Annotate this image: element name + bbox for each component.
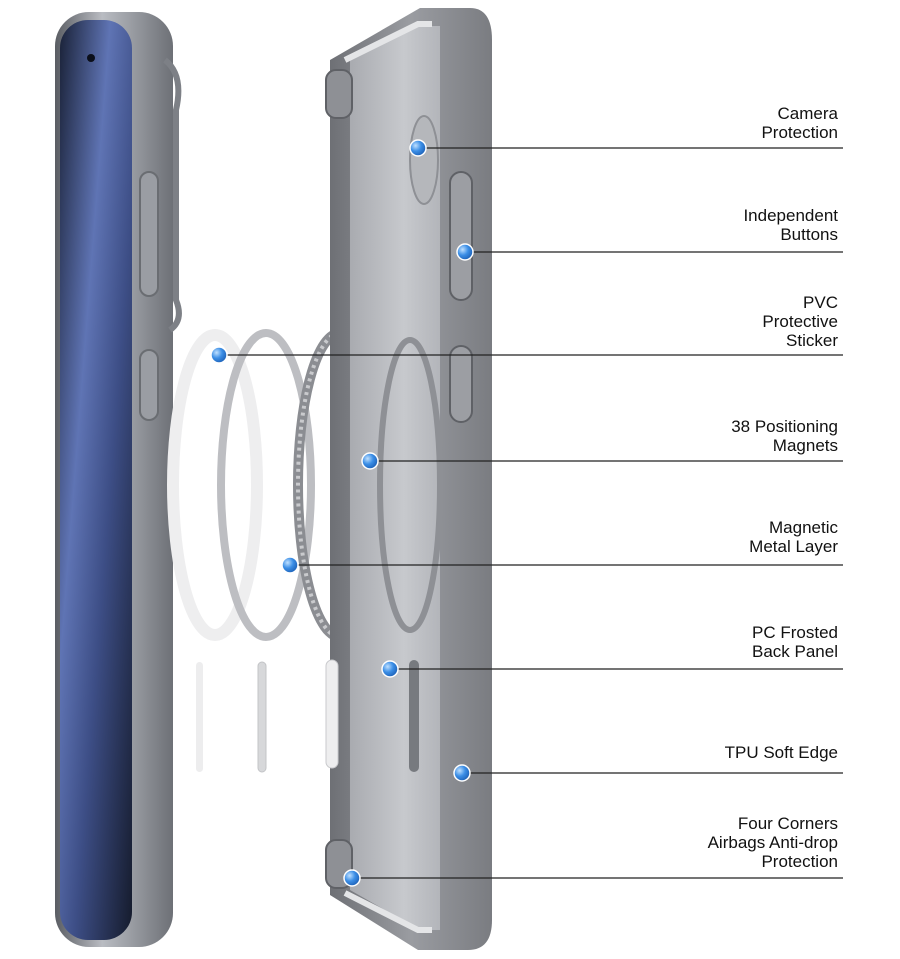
- marker-dots: [210, 139, 474, 887]
- corner-airbag-top: [325, 69, 353, 119]
- pvc-ring: [167, 329, 263, 641]
- case-strip-dark: [409, 660, 419, 772]
- case-power-button: [449, 345, 473, 423]
- phone-power-button: [139, 349, 159, 421]
- metal-ring: [217, 329, 315, 641]
- callout-label-independent-buttons: Independent Buttons: [743, 206, 838, 244]
- phone-volume-button: [139, 171, 159, 297]
- phone-screen: [60, 20, 132, 940]
- phone-case: [325, 8, 492, 950]
- case-magsafe-ring: [377, 337, 443, 633]
- front-camera: [87, 54, 95, 62]
- case-strip-white: [325, 659, 339, 769]
- marker-dot-independent-buttons: [456, 243, 474, 261]
- metal-layer: [217, 329, 315, 773]
- phone: [55, 12, 182, 947]
- leader-lines: [219, 147, 843, 879]
- callout-label-metal-layer: Magnetic Metal Layer: [749, 518, 838, 556]
- callout-label-tpu-edge: TPU Soft Edge: [724, 743, 838, 762]
- metal-strip: [257, 661, 267, 773]
- marker-dot-metal-layer: [281, 556, 299, 574]
- pvc-strip: [196, 662, 203, 772]
- case-camera-cutout: [409, 115, 439, 205]
- marker-dot-corner-airbags: [343, 869, 361, 887]
- callout-label-corner-airbags: Four Corners Airbags Anti-drop Protectio…: [707, 814, 838, 871]
- marker-dot-pvc-sticker: [210, 346, 228, 364]
- callout-label-back-panel: PC Frosted Back Panel: [752, 623, 838, 661]
- pvc-sticker-layer: [167, 329, 263, 772]
- case-top-rim: [343, 21, 432, 63]
- marker-dot-positioning-magnets: [361, 452, 379, 470]
- case-bottom-rim: [343, 890, 432, 933]
- marker-dot-camera-protection: [409, 139, 427, 157]
- case-volume-button: [449, 171, 473, 301]
- callout-label-positioning-magnets: 38 Positioning Magnets: [731, 417, 838, 455]
- marker-dot-back-panel: [381, 660, 399, 678]
- callout-label-pvc-sticker: PVC Protective Sticker: [762, 293, 838, 350]
- phone-camera-bump: [162, 57, 182, 333]
- callout-label-camera-protection: Camera Protection: [761, 104, 838, 142]
- marker-dot-tpu-edge: [453, 764, 471, 782]
